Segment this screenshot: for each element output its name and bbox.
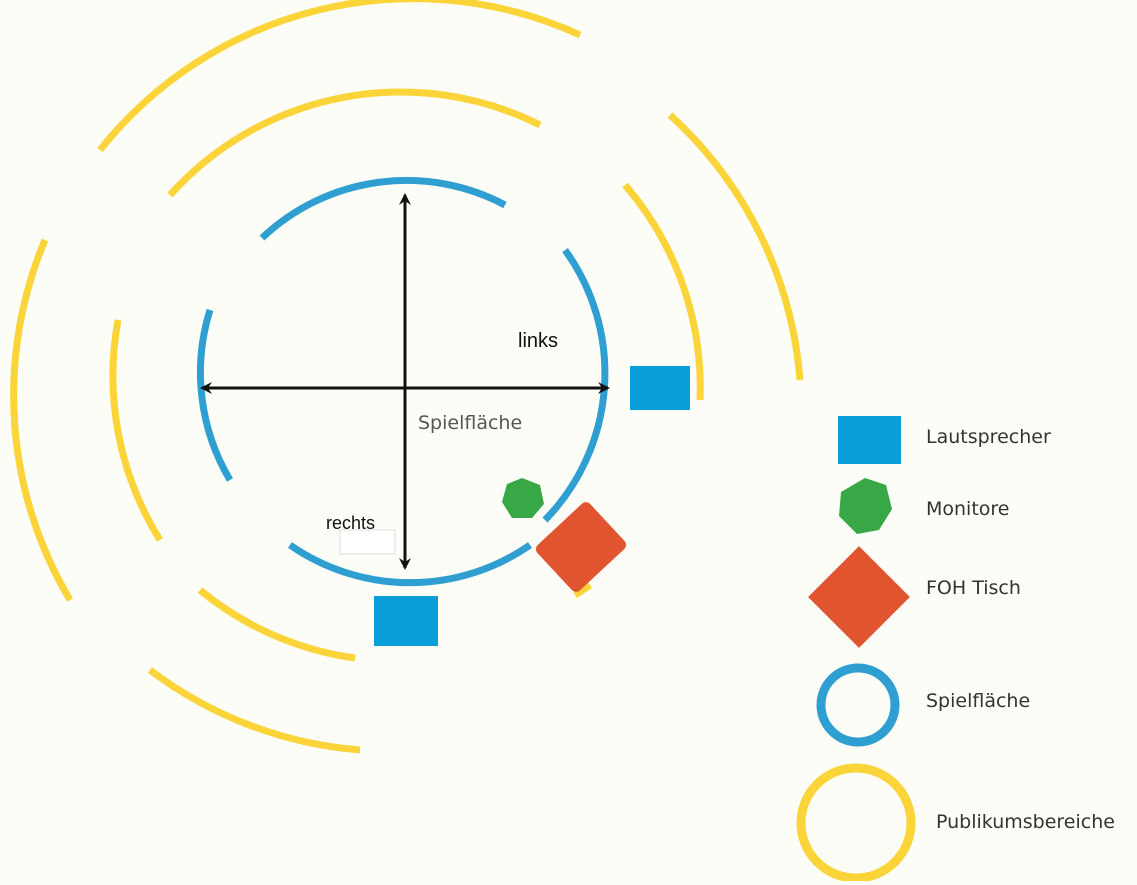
legend-audience-ring-icon bbox=[796, 763, 916, 883]
legend-label-foh: FOH Tisch bbox=[926, 577, 1021, 599]
audience-ring-outer-arc bbox=[97, 0, 582, 153]
audience-ring-middle-arc bbox=[109, 319, 163, 542]
monitor-symbol bbox=[502, 478, 544, 518]
legend-label-audience: Publikumsbereiche bbox=[936, 811, 1115, 833]
links-label: links bbox=[518, 330, 559, 352]
stage-ring-arc bbox=[259, 176, 507, 241]
stage-area-ring bbox=[197, 176, 609, 587]
audience-area-rings bbox=[10, 0, 804, 754]
stage-area-label: Spielfläche bbox=[418, 412, 523, 434]
stage-ring-arc bbox=[288, 542, 532, 587]
legend-speaker-icon bbox=[838, 416, 901, 464]
audience-ring-middle-arc bbox=[197, 587, 356, 662]
audience-ring-outer-arc bbox=[667, 112, 804, 381]
legend-foh-icon bbox=[808, 546, 910, 648]
audience-ring-outer-arc bbox=[10, 238, 74, 602]
legend-stage-ring-icon bbox=[816, 663, 900, 747]
audience-ring-middle-arc bbox=[167, 88, 542, 198]
speaker-right-symbol bbox=[630, 366, 690, 410]
audience-ring-outer-arc bbox=[147, 667, 361, 754]
rechts-label-box bbox=[339, 529, 396, 555]
legend-label-speaker: Lautsprecher bbox=[926, 426, 1051, 448]
audience-ring-middle-arc bbox=[622, 182, 704, 401]
legend-label-monitor: Monitore bbox=[926, 498, 1010, 520]
speaker-bottom-symbol bbox=[374, 596, 438, 646]
foh-desk-symbol bbox=[536, 502, 626, 592]
legend-label-stage: Spielfläche bbox=[926, 690, 1031, 712]
audience-ring-middle-arc bbox=[573, 582, 593, 598]
stage-ring-arc bbox=[197, 308, 234, 482]
direction-arrows bbox=[200, 193, 610, 570]
stage-ring-arc bbox=[542, 247, 609, 523]
legend-symbols bbox=[796, 416, 916, 883]
legend-monitor-icon bbox=[839, 478, 892, 534]
rechts-label: rechts bbox=[326, 513, 376, 533]
